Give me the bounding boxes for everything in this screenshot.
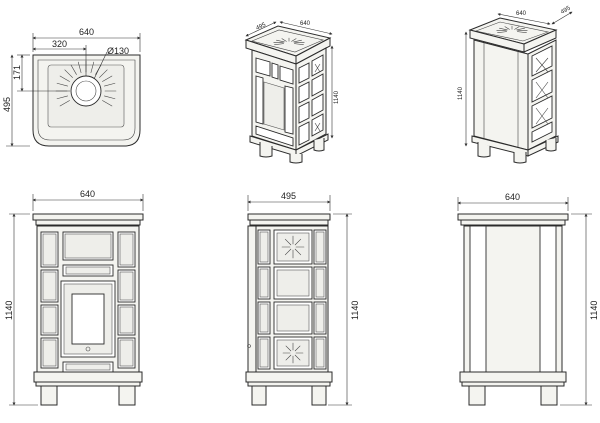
vent-slot (70, 64, 77, 75)
iso-front-depth-dim: 495 (255, 22, 267, 32)
front-view: 640 (4, 189, 144, 406)
vent-slot (276, 39, 285, 43)
side-view: 495 (245, 191, 360, 406)
vent-slot (516, 27, 525, 31)
iso-front-width-dim: 640 (300, 21, 311, 27)
side-vent-grille-bottom (282, 342, 304, 364)
side-width-dim: 495 (281, 191, 296, 201)
vent-slot (90, 61, 95, 73)
vent-slot (504, 26, 510, 30)
vent-slot (293, 43, 304, 45)
flue-opening-circle (70, 75, 102, 107)
side-vent-grille-top (281, 235, 305, 259)
vent-slot (499, 27, 508, 31)
vent-slot (56, 95, 68, 100)
iso-back-width-dim: 640 (516, 11, 527, 17)
top-width-dim: 640 (79, 27, 94, 37)
iso-back-depth-dim: 495 (560, 5, 572, 16)
vent-slot (294, 248, 302, 256)
iso-back-vent-slots (496, 25, 528, 33)
iso-back-view: 640 495 1140 (458, 5, 573, 164)
vent-slot (291, 38, 297, 42)
top-diameter-dim: Ø130 (107, 46, 129, 56)
vent-slot (285, 345, 292, 352)
vent-slot (99, 69, 108, 78)
vent-slot (104, 82, 116, 87)
top-view: 640 320 Ø130 171 495 (2, 27, 141, 147)
iso-vent-slots (273, 37, 305, 45)
vent-slot (294, 238, 302, 246)
vent-slot (56, 82, 68, 87)
vent-slot (293, 39, 302, 43)
vent-slot (294, 345, 301, 352)
front-height-dim: 1140 (4, 301, 14, 320)
iso-door (263, 81, 285, 131)
back-height-dim: 1140 (589, 301, 599, 320)
vent-slot (77, 61, 82, 73)
vent-slot (102, 75, 113, 82)
vent-slot (281, 38, 287, 42)
vent-slot (284, 238, 292, 246)
vent-slot (59, 75, 70, 82)
back-view: 640 1140 (457, 192, 599, 406)
iso-back-height-dim: 1140 (458, 86, 464, 100)
vent-slot (514, 26, 520, 30)
vent-slot (102, 100, 113, 107)
vent-slot (104, 95, 116, 100)
vent-slot (284, 248, 292, 256)
back-width-dim: 640 (505, 192, 520, 202)
side-height-dim: 1140 (350, 301, 360, 320)
front-door-glass (71, 293, 105, 345)
vent-slot (516, 31, 527, 33)
vent-slot (497, 31, 508, 33)
iso-front-height-dim: 1140 (334, 90, 340, 104)
top-vertical-offset-dim: 171 (12, 65, 22, 80)
vent-slot (274, 43, 285, 45)
vent-slot (64, 69, 73, 78)
top-depth-dim: 495 (2, 97, 12, 112)
vent-slot (294, 354, 301, 361)
iso-front-view: 640 495 1140 (244, 21, 340, 164)
vent-slot (285, 354, 292, 361)
front-width-dim: 640 (80, 189, 95, 199)
vent-slot (59, 100, 70, 107)
top-offset-dim: 320 (52, 39, 67, 49)
